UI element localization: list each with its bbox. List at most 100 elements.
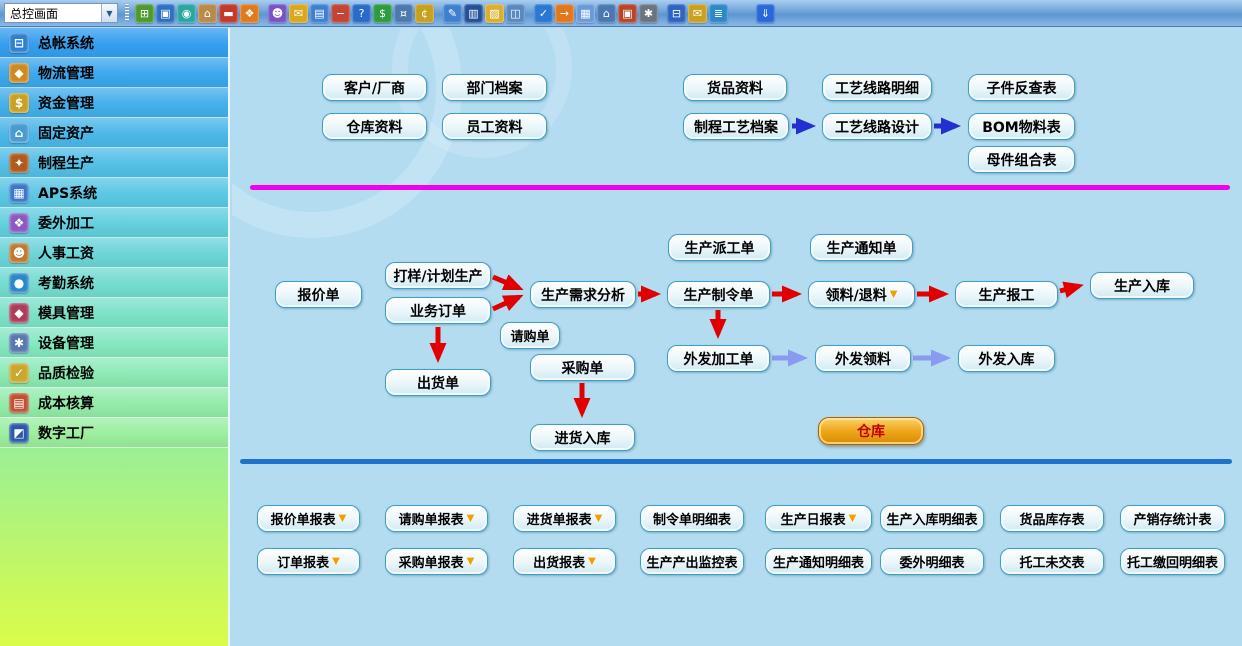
building-icon[interactable]: ⌂ [597,3,616,23]
book-icon[interactable]: ▥ [464,3,483,23]
node-sample-plan[interactable]: 打样/计划生产 [385,262,491,289]
report-order-report[interactable]: 订单报表 ▼ [257,548,360,575]
report-purchase-request-report[interactable]: 请购单报表 ▼ [385,505,488,532]
redo-arrow-icon[interactable]: → [555,3,574,23]
aps-icon: ▦ [9,182,29,203]
help-icon[interactable]: ? [352,3,371,23]
node-shipment[interactable]: 出货单 [385,369,491,396]
sidebar-item-attendance[interactable]: ● 考勤系统 [0,268,228,298]
node-production-stock-in[interactable]: 生产入库 [1090,272,1194,299]
palette-icon[interactable]: ❖ [240,3,259,23]
node-purchase-order[interactable]: 采购单 [530,354,635,381]
node-outsource-material[interactable]: 外发领料 [815,345,911,372]
node-bom-table[interactable]: BOM物料表 [968,113,1075,140]
sidebar-item-label: 委外加工 [38,215,94,232]
dollar-icon[interactable]: $ [373,3,392,23]
sidebar-item-process-production[interactable]: ✦ 制程生产 [0,148,228,178]
report-purchase-order-report[interactable]: 采购单报表 ▼ [385,548,488,575]
sidebar-item-quality[interactable]: ✓ 品质检验 [0,358,228,388]
sidebar-item-funds[interactable]: $ 资金管理 [0,88,228,118]
check-icon[interactable]: ✓ [534,3,553,23]
sidebar-item-aps[interactable]: ▦ APS系统 [0,178,228,208]
report-production-daily[interactable]: 生产日报表 ▼ [765,505,872,532]
node-process-craft-archive[interactable]: 制程工艺档案 [683,113,789,140]
report-quote-report[interactable]: 报价单报表 ▼ [257,505,360,532]
document-icon[interactable]: ▤ [310,3,329,23]
node-outsource-order[interactable]: 外发加工单 [667,345,770,372]
cart-icon[interactable]: ¤ [394,3,413,23]
node-production-dispatch[interactable]: 生产派工单 [668,234,771,261]
node-goods-info[interactable]: 货品资料 [683,74,787,101]
node-parent-combo[interactable]: 母件组合表 [968,146,1075,173]
file-icon[interactable]: ▦ [576,3,595,23]
node-sales-order[interactable]: 业务订单 [385,297,491,324]
sidebar-item-digital-factory[interactable]: ◩ 数字工厂 [0,418,228,448]
download-arrow-icon[interactable]: ⇓ [756,3,775,23]
node-goods-receipt[interactable]: 进货入库 [530,424,635,451]
display-icon[interactable]: ▣ [618,3,637,23]
report-goods-receipt-report[interactable]: 进货单报表 ▼ [513,505,616,532]
report-label: 托工缴回明细表 [1126,556,1218,571]
sidebar-item-costing[interactable]: ▤ 成本核算 [0,388,228,418]
minus-icon[interactable]: − [331,3,350,23]
node-employee-info[interactable]: 员工资料 [442,113,547,140]
sidebar-item-label: 制程生产 [38,155,94,172]
node-purchase-request[interactable]: 请购单 [500,322,560,349]
dropdown-arrow-icon: ▼ [588,556,596,567]
briefcase-icon[interactable]: ▬ [219,3,238,23]
node-craft-route-design[interactable]: 工艺线路设计 [822,113,932,140]
mail-icon[interactable]: ✉ [289,3,308,23]
combo-dropdown-icon[interactable]: ▼ [101,4,117,22]
sidebar-item-outsourcing[interactable]: ❖ 委外加工 [0,208,228,238]
globe-icon[interactable]: ◉ [177,3,196,23]
node-material-issue-return[interactable]: 领料/退料 ▼ [808,281,915,308]
node-warehouse[interactable]: 仓库 [818,417,924,445]
calculator-icon[interactable]: ⊟ [667,3,686,23]
sidebar-item-mold[interactable]: ◆ 模具管理 [0,298,228,328]
main-canvas: 客户/厂商 部门档案 货品资料 工艺线路明细 子件反查表 仓库资料 员工资料 制… [232,28,1242,646]
node-quote[interactable]: 报价单 [275,281,362,308]
sidebar-item-fixed-assets[interactable]: ⌂ 固定资产 [0,118,228,148]
report-production-notice-detail[interactable]: 生产通知明细表 [765,548,872,575]
node-work-report[interactable]: 生产报工 [955,281,1058,308]
report-psi-statistics[interactable]: 产销存统计表 [1120,505,1225,532]
node-dept-archive[interactable]: 部门档案 [442,74,547,101]
bank-icon[interactable]: ⌂ [198,3,217,23]
node-outsource-stock-in[interactable]: 外发入库 [958,345,1055,372]
network-icon[interactable]: ≣ [709,3,728,23]
report-subcontract-pending[interactable]: 托工未交表 [1000,548,1104,575]
edit-doc-icon[interactable]: ✎ [443,3,462,23]
report-outsource-detail[interactable]: 委外明细表 [880,548,984,575]
node-customer-vendor[interactable]: 客户/厂商 [322,74,427,101]
users-icon[interactable]: ☻ [268,3,287,23]
sidebar-item-hr-payroll[interactable]: ☻ 人事工资 [0,238,228,268]
quality-icon: ✓ [9,362,29,383]
node-warehouse-info[interactable]: 仓库资料 [322,113,427,140]
monitor-icon[interactable]: ▣ [156,3,175,23]
node-craft-route-detail[interactable]: 工艺线路明细 [822,74,932,101]
report-subcontract-return-detail[interactable]: 托工缴回明细表 [1120,548,1225,575]
node-child-lookup[interactable]: 子件反查表 [968,74,1075,101]
report-goods-inventory[interactable]: 货品库存表 [1000,505,1104,532]
copy-icon[interactable]: ◫ [506,3,525,23]
report-production-stockin-detail[interactable]: 生产入库明细表 [880,505,984,532]
coins-icon[interactable]: ¢ [415,3,434,23]
sidebar-item-logistics[interactable]: ◆ 物流管理 [0,58,228,88]
sidebar-item-label: 固定资产 [38,125,94,142]
sidebar-item-label: 人事工资 [38,245,94,262]
node-production-notice[interactable]: 生产通知单 [810,234,913,261]
sidebar-item-label: 设备管理 [38,335,94,352]
node-demand-analysis[interactable]: 生产需求分析 [530,281,636,308]
sidebar-item-equipment[interactable]: ✱ 设备管理 [0,328,228,358]
node-work-order[interactable]: 生产制令单 [667,281,770,308]
view-selector[interactable]: 总控画面 ▼ [4,3,118,23]
folder-icon[interactable]: ▨ [485,3,504,23]
mail2-icon[interactable]: ✉ [688,3,707,23]
gear-icon[interactable]: ✱ [639,3,658,23]
report-output-monitor[interactable]: 生产产出监控表 [640,548,744,575]
window-grid-icon[interactable]: ⊞ [135,3,154,23]
report-shipment-report[interactable]: 出货报表 ▼ [513,548,616,575]
sidebar-item-label: 考勤系统 [38,275,94,292]
report-work-order-detail[interactable]: 制令单明细表 [640,505,744,532]
sidebar-item-general-ledger[interactable]: ⊟ 总帐系统 [0,28,228,58]
